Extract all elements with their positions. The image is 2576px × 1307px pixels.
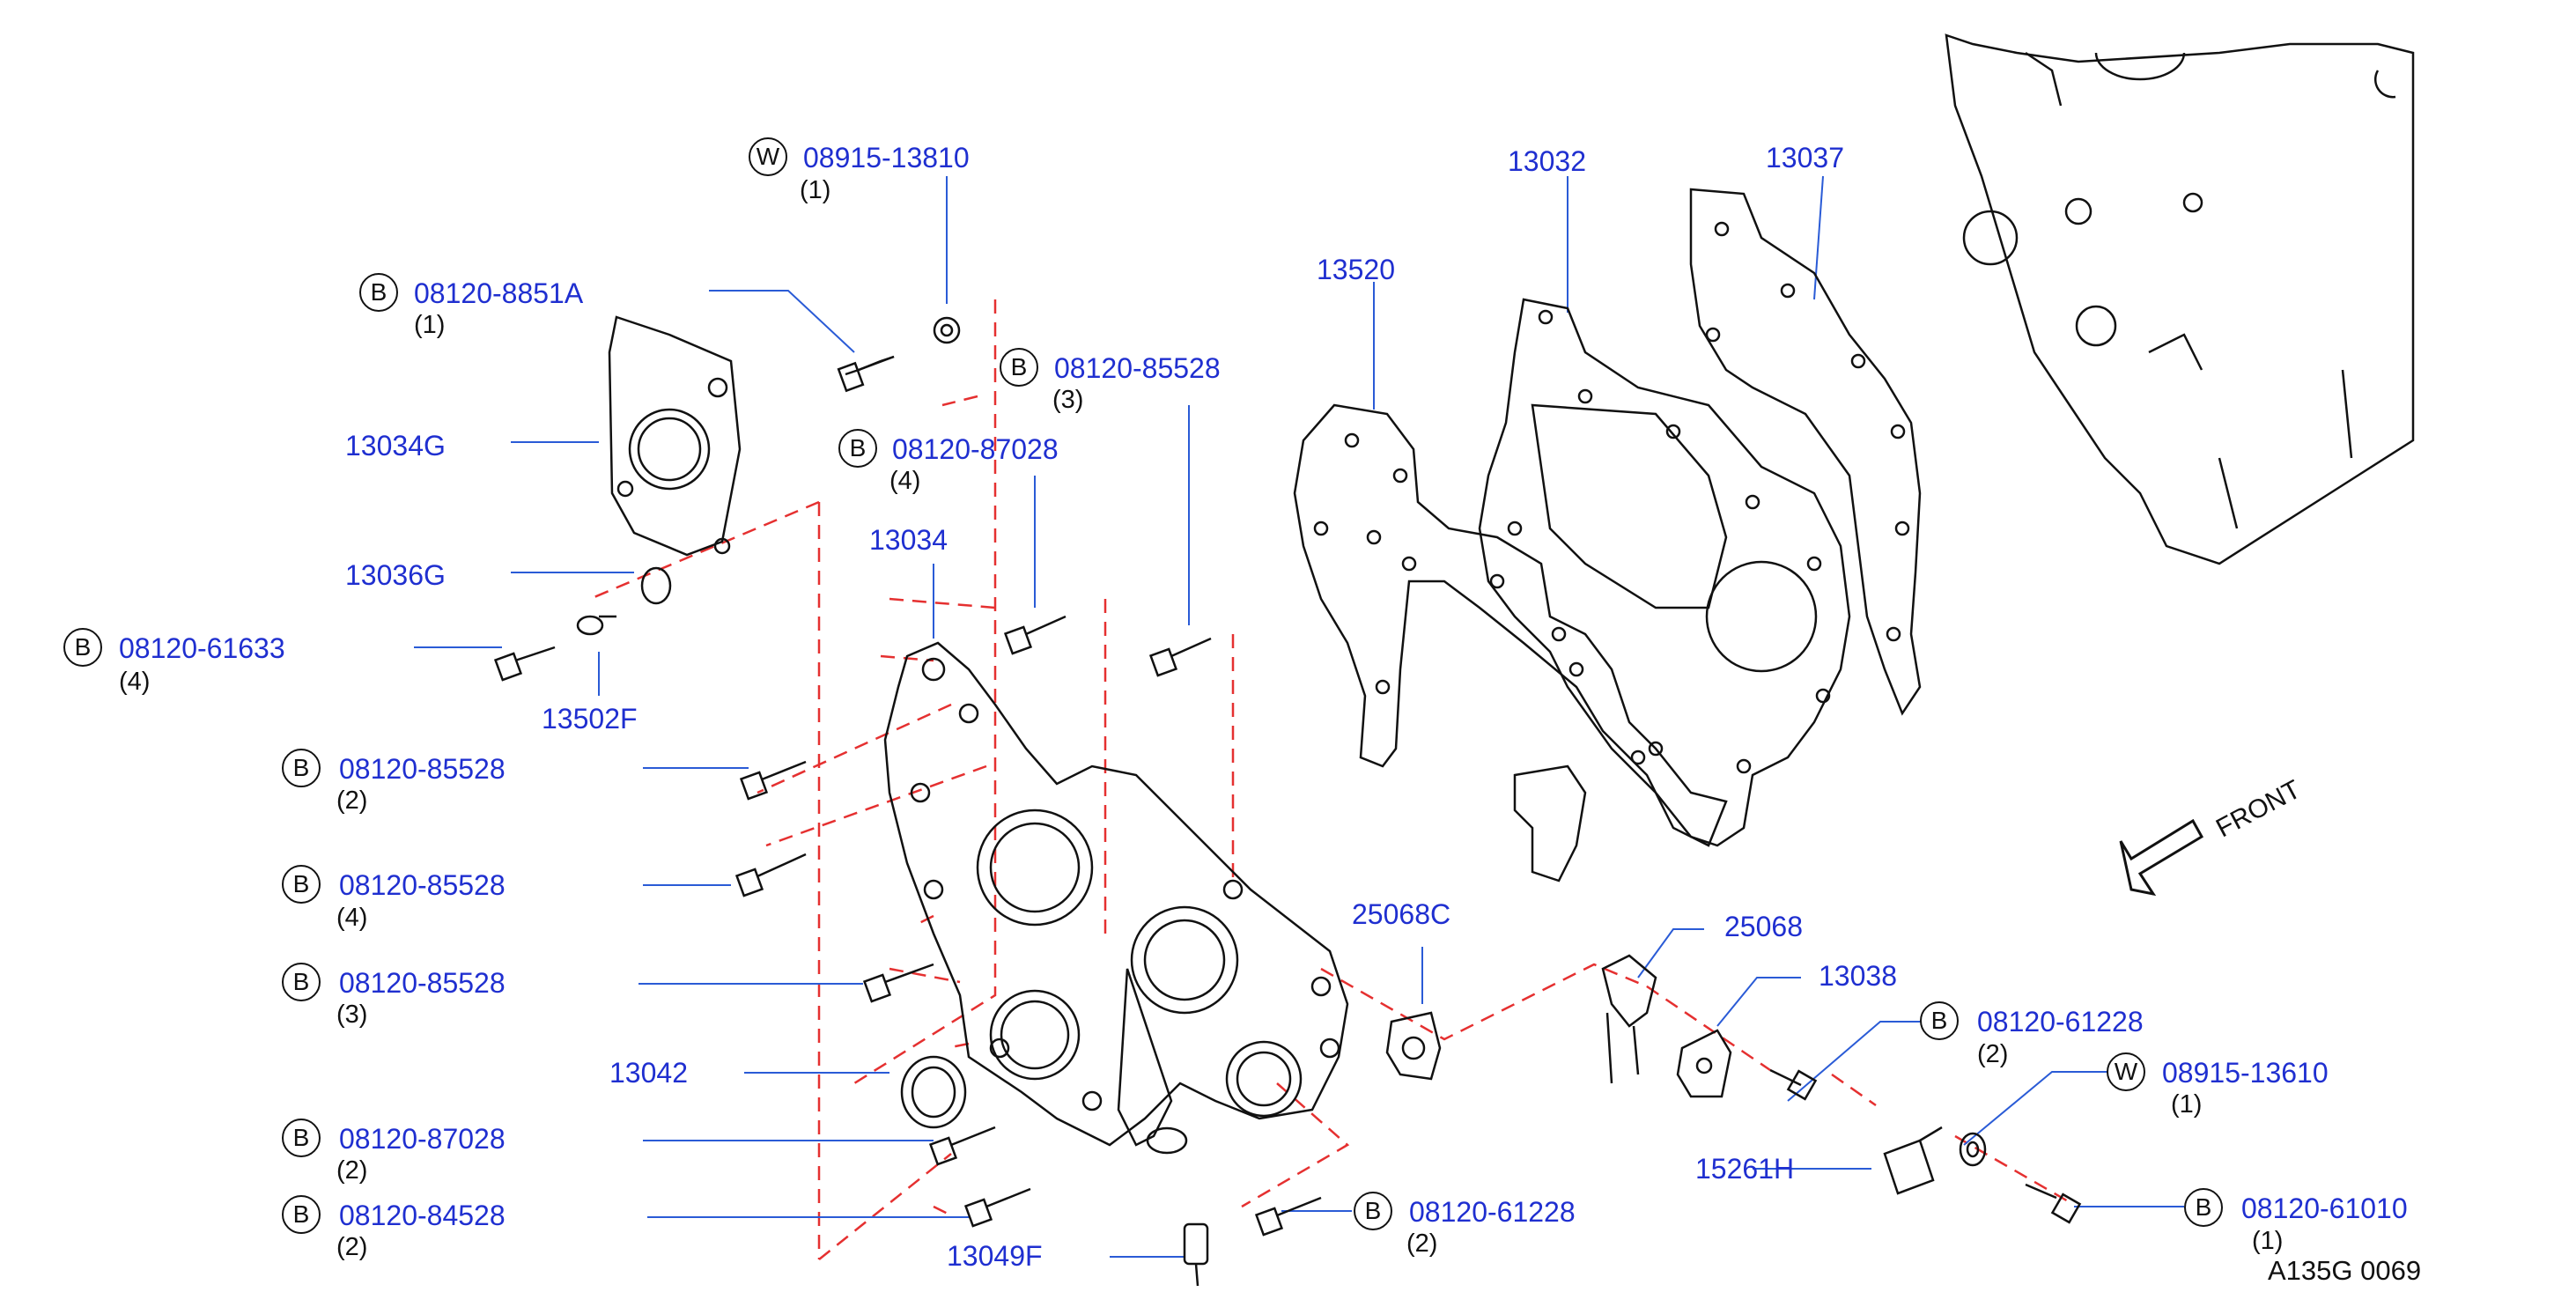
part-number-label: 08120-85528	[339, 753, 506, 785]
callout-badge: B	[838, 429, 877, 468]
callout-badge: B	[282, 749, 321, 787]
part-number-label: 08120-84528	[339, 1200, 506, 1231]
callout-badge: B	[282, 865, 321, 904]
quantity-label: (2)	[1406, 1229, 1438, 1258]
callout-badge: B	[282, 963, 321, 1001]
quantity-label: (1)	[800, 176, 831, 204]
gasket-13032-outline	[1478, 298, 1851, 847]
part-number-label: 13049F	[947, 1240, 1043, 1272]
quantity-label: (2)	[336, 1233, 368, 1261]
part-number-label: 08120-87028	[339, 1123, 506, 1155]
callout-badge: B	[282, 1119, 321, 1157]
callout-badge: W	[2107, 1052, 2145, 1091]
quantity-label: (1)	[2252, 1227, 2284, 1255]
part-number-label: 08120-61633	[119, 632, 285, 664]
quantity-label: (2)	[1977, 1040, 2009, 1068]
part-number-label: 08120-85528	[1054, 352, 1221, 384]
part-number-label: 08120-85528	[339, 967, 506, 999]
callout-badge: B	[1000, 348, 1038, 387]
part-number-label: 08120-61010	[2241, 1193, 2408, 1224]
part-number-label: 08120-61228	[1409, 1196, 1576, 1228]
part-number-label: 08120-8851A	[414, 277, 584, 309]
quantity-label: (2)	[336, 786, 368, 815]
quantity-label: (1)	[2171, 1090, 2203, 1119]
timing-cover-13034-outline	[883, 641, 1349, 1147]
part-number-label: 13034G	[345, 430, 446, 462]
part-number-label: 08120-87028	[892, 433, 1059, 465]
part-drawings	[493, 33, 2415, 1287]
part-number-label: 25068	[1724, 911, 1803, 942]
callout-badge: B	[282, 1195, 321, 1234]
quantity-label: (4)	[119, 668, 151, 696]
quantity-label: (4)	[336, 904, 368, 932]
part-number-label: 13502F	[542, 703, 638, 735]
part-number-label: 08120-61228	[1977, 1006, 2144, 1037]
gasket-13037-outline	[1689, 188, 1922, 716]
diagram-reference-code: A135G 0069	[2268, 1255, 2422, 1286]
part-number-label: 08915-13610	[2162, 1057, 2329, 1089]
part-number-label: 13032	[1508, 145, 1586, 177]
part-number-label: 13036G	[345, 559, 446, 591]
gasket-13520-outline	[1293, 403, 1728, 847]
part-number-label: 13034	[869, 524, 948, 556]
part-number-label: 13520	[1317, 254, 1395, 285]
part-number-label: 08915-13810	[803, 142, 970, 174]
engine-block-outline	[1945, 33, 2415, 565]
part-number-label: 13038	[1819, 960, 1897, 992]
quantity-label: (1)	[414, 311, 446, 339]
part-number-label: 13037	[1766, 142, 1844, 174]
callout-badge: W	[749, 137, 787, 176]
callout-badge: B	[63, 628, 102, 667]
quantity-label: (3)	[1052, 386, 1084, 414]
callout-badge: B	[2184, 1188, 2223, 1227]
quantity-label: (2)	[336, 1156, 368, 1185]
callout-badge: B	[1920, 1001, 1959, 1040]
part-number-label: 08120-85528	[339, 869, 506, 901]
quantity-label: (3)	[336, 1001, 368, 1029]
quantity-label: (4)	[889, 467, 921, 495]
part-number-label: 13042	[609, 1057, 688, 1089]
part-number-label: 25068C	[1352, 898, 1451, 930]
assembly-guides	[589, 299, 2070, 1260]
callout-badge: B	[359, 273, 398, 312]
callout-badge: B	[1354, 1192, 1392, 1230]
front-arrow	[2119, 818, 2204, 897]
leader-lines	[414, 175, 2184, 1258]
part-number-label: 15261H	[1695, 1153, 1795, 1185]
cover-13034g-outline	[608, 315, 742, 557]
